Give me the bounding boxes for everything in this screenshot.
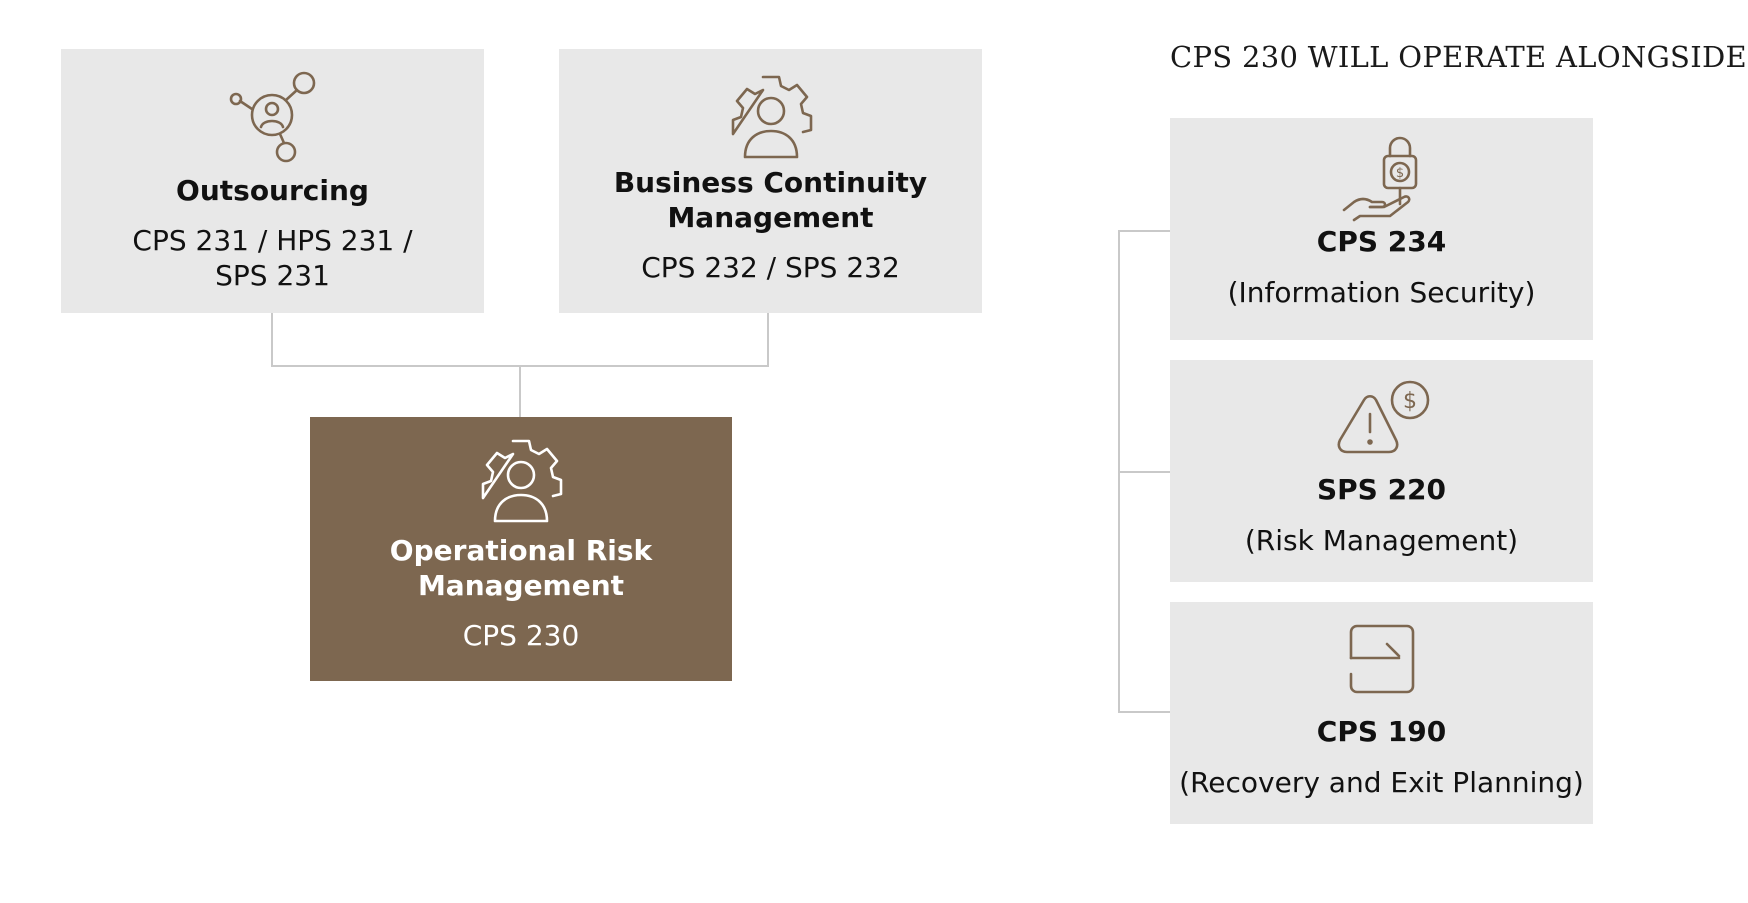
box-subtitle: (Risk Management) <box>1244 524 1519 557</box>
box-title: Management <box>667 201 874 234</box>
box-title: CPS 190 <box>1316 715 1447 748</box>
bracket-arm-cps234 <box>1118 230 1170 232</box>
box-subtitle: (Information Security) <box>1227 276 1536 309</box>
operational-risk-box: Operational Risk Management CPS 230 <box>310 417 732 681</box>
box-title: SPS 220 <box>1316 473 1447 506</box>
connector-outsourcing-down <box>271 312 273 366</box>
box-code: CPS 232 / SPS 232 <box>641 251 900 284</box>
box-subtitle: (Recovery and Exit Planning) <box>1179 766 1584 799</box>
box-title: Business Continuity <box>613 166 928 199</box>
hand-lock-dollar-icon: $ <box>1342 136 1417 222</box>
warning-dollar-icon: $ <box>1337 380 1429 454</box>
box-code-line: SPS 231 <box>215 259 330 292</box>
svg-text:$: $ <box>1403 389 1417 414</box>
cps190-box: CPS 190 (Recovery and Exit Planning) <box>1170 602 1593 824</box>
gear-user-icon <box>731 75 812 159</box>
connector-to-center <box>519 365 521 419</box>
bracket-arm-cps190 <box>1118 711 1170 713</box>
box-title: Management <box>417 569 625 602</box>
section-heading: CPS 230 WILL OPERATE ALONGSIDE: <box>1170 40 1748 74</box>
box-code-line: CPS 231 / HPS 231 / <box>132 224 413 257</box>
bracket-arm-sps220 <box>1118 471 1170 473</box>
gear-user-icon <box>481 439 563 523</box>
box-title: Outsourcing <box>176 174 369 207</box>
svg-text:$: $ <box>1395 166 1403 181</box>
network-user-icon <box>229 71 315 163</box>
box-title: CPS 234 <box>1316 225 1447 258</box>
business-continuity-box: Business Continuity Management CPS 232 /… <box>559 49 982 313</box>
cps234-box: $ CPS 234 (Information Security) <box>1170 118 1593 340</box>
box-title: Operational Risk <box>389 534 653 567</box>
sps220-box: $ SPS 220 (Risk Management) <box>1170 360 1593 582</box>
connector-bcm-down <box>767 312 769 366</box>
box-code: CPS 230 <box>462 619 580 652</box>
outsourcing-box: Outsourcing CPS 231 / HPS 231 / SPS 231 <box>61 49 484 313</box>
exit-icon <box>1349 624 1414 694</box>
